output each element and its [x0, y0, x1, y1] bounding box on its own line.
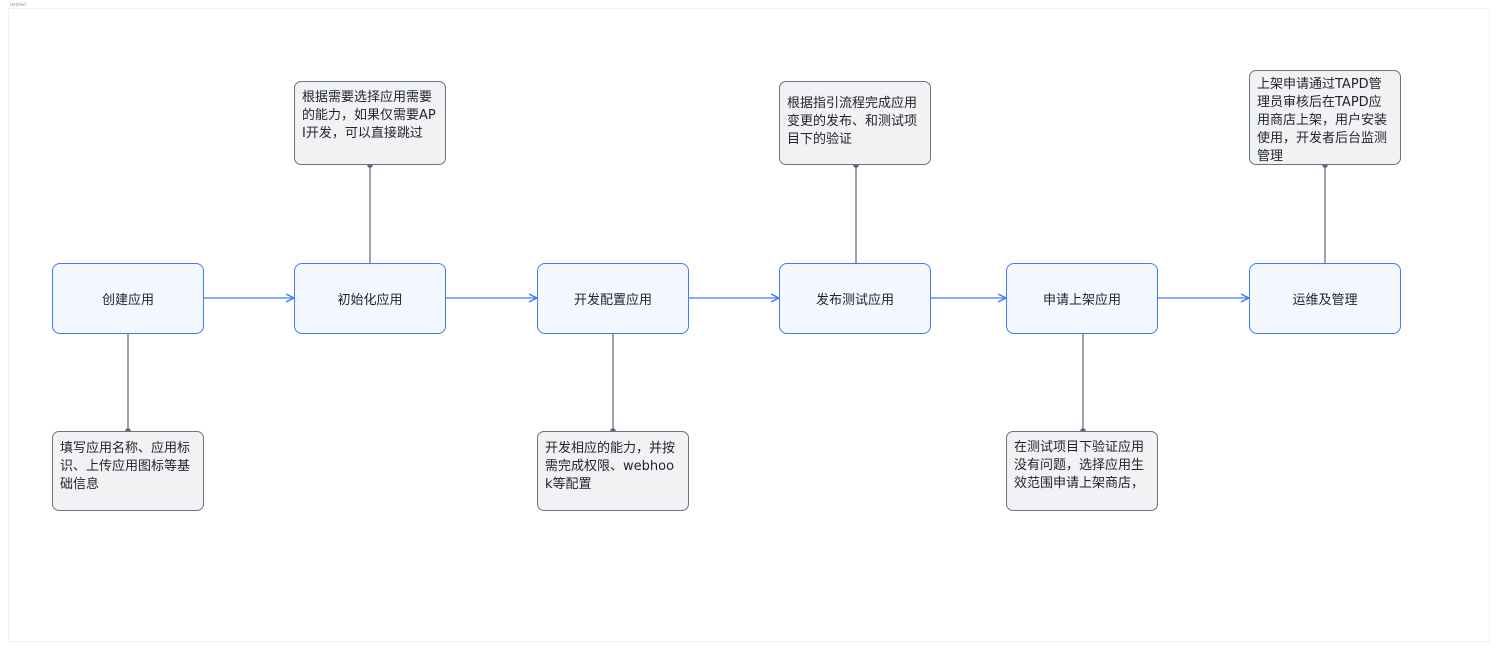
frame-tag: Untitled [10, 2, 26, 7]
note-publish-test: 根据指引流程完成应用变更的发布、和测试项目下的验证 [779, 81, 931, 165]
step-label: 申请上架应用 [1042, 293, 1121, 308]
step-label: 发布测试应用 [815, 293, 894, 308]
note-text: 根据需要选择应用需要的能力，如果仅需要API开发，可以直接跳过 [302, 90, 436, 141]
note-develop-config: 开发相应的能力，并按需完成权限、webhook等配置 [537, 431, 689, 511]
step-label: 初始化应用 [337, 293, 403, 308]
note-text: 开发相应的能力，并按需完成权限、webhook等配置 [545, 441, 676, 492]
note-text: 上架申请通过TAPD管理员审核后在TAPD应用商店上架，用户安装使用，开发者后台… [1257, 77, 1388, 164]
step-apply-listing[interactable]: 申请上架应用 [1006, 263, 1158, 334]
note-init-app: 根据需要选择应用需要的能力，如果仅需要API开发，可以直接跳过 [294, 81, 446, 165]
step-label: 开发配置应用 [573, 293, 652, 308]
step-operate-manage[interactable]: 运维及管理 [1249, 263, 1401, 334]
step-label: 创建应用 [101, 293, 154, 308]
diagram-frame [8, 8, 1490, 642]
note-operate-manage: 上架申请通过TAPD管理员审核后在TAPD应用商店上架，用户安装使用，开发者后台… [1249, 70, 1401, 165]
step-init-app[interactable]: 初始化应用 [294, 263, 446, 334]
step-label: 运维及管理 [1292, 293, 1358, 308]
note-text: 在测试项目下验证应用没有问题，选择应用生效范围申请上架商店， [1014, 440, 1145, 491]
note-create-app: 填写应用名称、应用标识、上传应用图标等基础信息 [52, 431, 204, 511]
step-develop-config[interactable]: 开发配置应用 [537, 263, 689, 334]
note-text: 根据指引流程完成应用变更的发布、和测试项目下的验证 [787, 96, 918, 147]
step-create-app[interactable]: 创建应用 [52, 263, 204, 334]
note-apply-listing: 在测试项目下验证应用没有问题，选择应用生效范围申请上架商店， [1006, 431, 1158, 511]
note-text: 填写应用名称、应用标识、上传应用图标等基础信息 [60, 441, 191, 492]
step-publish-test[interactable]: 发布测试应用 [779, 263, 931, 334]
